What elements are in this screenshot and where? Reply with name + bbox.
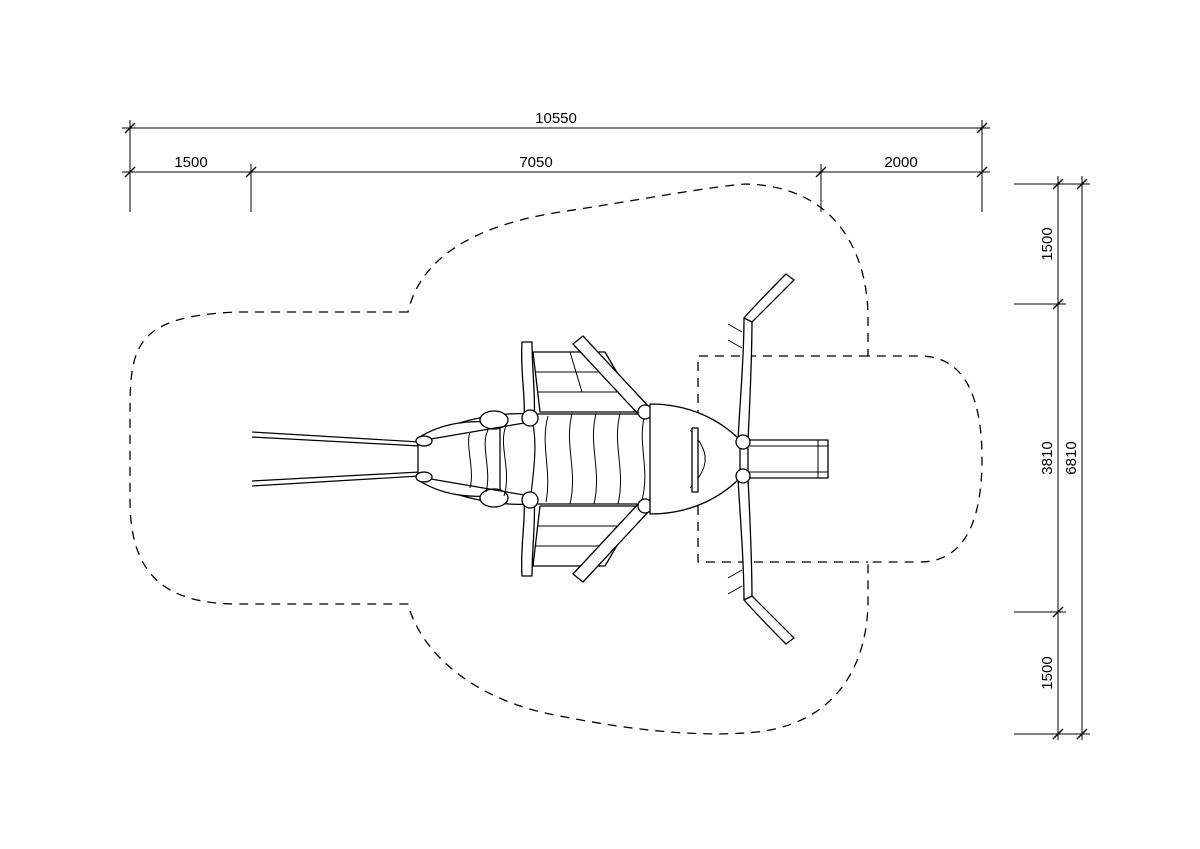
vertical-dimensions: 1500 3810 1500 6810 [1014, 176, 1090, 740]
dim-right-zone: 2000 [884, 154, 917, 171]
dim-overall-width: 6810 [1063, 441, 1080, 474]
safety-zone-outline [129, 183, 983, 735]
dim-left-zone: 1500 [174, 154, 207, 171]
horizontal-dimensions: 10550 1500 7050 2000 [122, 110, 990, 212]
dim-top-zone: 1500 [1039, 227, 1056, 260]
dim-overall-length: 10550 [535, 110, 577, 127]
dim-bottom-zone: 1500 [1039, 656, 1056, 689]
play-structure [251, 273, 829, 645]
dim-structure-width: 3810 [1039, 441, 1056, 474]
dim-structure-length: 7050 [519, 154, 552, 171]
